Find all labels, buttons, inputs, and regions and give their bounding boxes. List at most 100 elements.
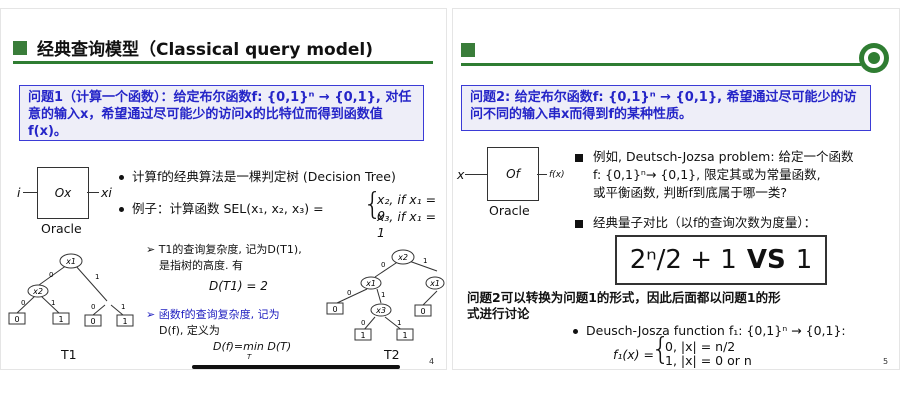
complexity-formula-box: 2ⁿ/2 + 1 VS 1 — [615, 235, 827, 285]
bullet-sel-example: 例子：计算函数 SEL(x₁, x₂, x₃) = — [119, 201, 439, 217]
formula-quantum: 1 — [795, 245, 813, 275]
bullet-decision-tree: 计算f的经典算法是一棵判定树 (Decision Tree) — [119, 169, 439, 185]
t1-note-line1: ➢ T1的查询复杂度, 记为D(T1), — [146, 243, 302, 256]
convert-note-line2: 式进行讨论 — [467, 306, 530, 321]
t2-leaf — [396, 328, 414, 341]
t2-leaf — [414, 304, 432, 317]
bullet-classical-vs-quantum: 经典量子对比（以f的查询次数为度量）： — [575, 215, 895, 231]
oracle-input-arrow — [465, 174, 487, 175]
t2-edge — [422, 290, 438, 306]
t2-node — [425, 276, 445, 290]
bullet-square-icon — [575, 153, 583, 162]
oracle-output-label: f(x) — [549, 170, 565, 180]
tree-t1-label: T1 — [61, 347, 77, 362]
t1-node-root — [59, 253, 83, 269]
df-note-line1: ➢ 函数f的查询复杂度, 记为 — [146, 308, 280, 321]
oracle-input-arrow — [23, 192, 37, 193]
t2-edge-label: 0 — [381, 261, 385, 269]
bullet-deutsch-jozsa-line3: 或平衡函数, 判断f到底属于哪一类? — [593, 185, 787, 200]
oracle-label: Oracle — [489, 203, 530, 218]
t1-root-label: x1 — [65, 257, 76, 266]
t2-edge-label: 1 — [397, 319, 401, 327]
university-logo-icon — [859, 43, 889, 73]
dj-brace: { — [651, 332, 671, 367]
bullet-dot-icon — [573, 329, 578, 334]
title-underline — [13, 61, 433, 64]
slide-4: 经典查询模型（Classical query model) 问题1（计算一个函数… — [0, 8, 447, 370]
t1-edge-label: 1 — [95, 273, 99, 281]
t1-edge — [110, 304, 124, 316]
t2-node — [360, 276, 382, 290]
convert-note-line1: 问题2可以转换为问题1的形式，因此后面都以问题1的形 — [467, 290, 781, 305]
t2-edge — [408, 260, 438, 272]
t1-left-label: x2 — [32, 287, 43, 296]
page-number: 4 — [429, 357, 435, 366]
problem-2-box: 问题2: 给定布尔函数f: {0,1}ⁿ → {0,1}, 希望通过尽可能少的访… — [461, 85, 871, 131]
t2-leaf-label: 1 — [360, 331, 365, 340]
problem-1-box: 问题1（计算一个函数）：给定布尔函数f: {0,1}ⁿ → {0,1}, 对任意… — [19, 85, 424, 141]
dj-case-1: 0, |x| = n/2 — [665, 339, 736, 354]
oracle-output-arrow — [87, 192, 99, 193]
t2-node-root — [391, 249, 415, 265]
t2-leaf-label: 1 — [402, 331, 407, 340]
formula-vs: VS — [746, 245, 786, 275]
oracle-output-arrow — [537, 174, 547, 175]
bullet-deutsch-jozsa-line2: f: {0,1}ⁿ→ {0,1}, 限定其或为常量函数, — [593, 167, 821, 182]
t1-leaf — [8, 312, 26, 325]
oracle-input-label: i — [17, 185, 21, 200]
horizontal-scrollbar[interactable] — [192, 365, 400, 369]
dj-case-2: 1, |x| = 0 or n — [665, 353, 752, 368]
t1-edge — [16, 295, 36, 314]
bullet-deutsch-jozsa: 例如, Deutsch-Jozsa problem: 给定一个函数 — [575, 149, 895, 165]
t2-leaf-label: 0 — [332, 305, 337, 314]
oracle-label: Oracle — [41, 221, 82, 236]
t2-node-label: x3 — [375, 306, 386, 315]
t1-leaf — [52, 312, 70, 325]
t1-leaf-label: 0 — [90, 317, 95, 326]
t1-edge-label: 0 — [49, 271, 53, 279]
sel-case-2: x₃, if x₁ = 1 — [377, 209, 437, 240]
sel-case-1: x₂, if x₁ = 0 — [377, 192, 437, 223]
t2-node-label: x1 — [429, 279, 440, 288]
t1-edge — [40, 295, 60, 314]
df-note-line2: D(f), 定义为 — [159, 324, 220, 337]
decision-tree-t1: x1 x2 0 1 0 1 0 1 0 1 0 1 — [8, 253, 134, 327]
oracle-output-label: xi — [101, 185, 112, 200]
t2-edge-label: 1 — [423, 257, 427, 265]
slide-5: 问题2: 给定布尔函数f: {0,1}ⁿ → {0,1}, 希望通过尽可能少的访… — [452, 8, 900, 370]
t2-edge — [376, 288, 382, 304]
t1-leaf — [84, 314, 102, 327]
title-square-icon — [461, 43, 475, 57]
formula-classical: 2ⁿ/2 + 1 — [629, 245, 737, 275]
t1-edge — [92, 304, 106, 316]
sel-brace: { — [363, 187, 383, 222]
oracle-box: Of — [487, 147, 539, 201]
t1-edge-label: 0 — [91, 303, 95, 311]
t2-edge — [336, 288, 368, 304]
df-equation: D(f)=min D(T) — [213, 340, 292, 353]
t2-edge-label: 0 — [361, 319, 365, 327]
t1-leaf-label: 1 — [122, 317, 127, 326]
title-underline — [461, 63, 861, 66]
t1-leaf — [116, 314, 134, 327]
bullet-dot-icon — [119, 175, 124, 180]
tree-t2-label: T2 — [384, 347, 400, 362]
dj-lhs: f₁(x) = — [613, 347, 655, 362]
t1-equation: D(T1) = 2 — [209, 279, 268, 293]
t2-edge-label: 1 — [381, 291, 385, 299]
t2-node-label: x1 — [365, 279, 376, 288]
t2-edge-label: 0 — [347, 289, 351, 297]
t1-edge — [74, 264, 108, 302]
df-equation-sub: T — [247, 353, 252, 361]
page-number: 5 — [883, 357, 889, 366]
t1-edge-label: 0 — [21, 299, 25, 307]
t2-leaf — [354, 328, 372, 341]
dj-function-bullet: Deusch-Josza function f₁: {0,1}ⁿ → {0,1}… — [573, 323, 893, 339]
t2-node — [370, 303, 392, 317]
t1-edge — [38, 264, 68, 286]
t1-leaf-label: 1 — [58, 315, 63, 324]
oracle-box: Ox — [37, 167, 89, 219]
slide-4-title: 经典查询模型（Classical query model) — [13, 35, 373, 60]
t2-root-label: x2 — [397, 253, 408, 262]
t2-leaf — [326, 302, 344, 315]
